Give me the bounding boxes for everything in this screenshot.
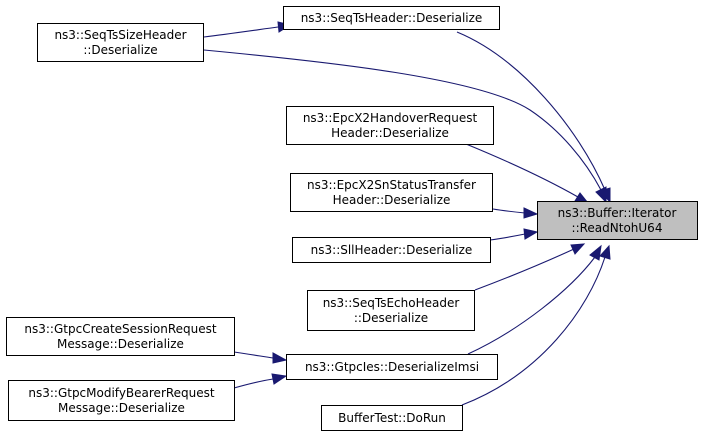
edge-seqts-size-to-read-ntoh [203, 49, 607, 204]
node-seqts-header-line1: ns3::SeqTsHeader::Deserialize [301, 11, 483, 25]
node-seqts-size-header-line1: ns3::SeqTsSizeHeader [54, 28, 186, 42]
node-gtpc-modify-bearer[interactable]: ns3::GtpcModifyBearerRequest Message::De… [8, 380, 235, 421]
node-seqts-echo[interactable]: ns3::SeqTsEchoHeader ::Deserialize [307, 290, 475, 331]
node-read-ntoh-u64-line1: ns3::Buffer::Iterator [558, 206, 677, 220]
node-buffer-test[interactable]: BufferTest::DoRun [321, 405, 463, 431]
node-epcx2-handover-line2: Header::Deserialize [331, 126, 449, 140]
node-sll-header-line1: ns3::SllHeader::Deserialize [311, 243, 473, 257]
node-gtpc-create-session-line2: Message::Deserialize [57, 337, 184, 351]
node-gtpc-modify-bearer-line1: ns3::GtpcModifyBearerRequest [28, 386, 215, 400]
node-seqts-echo-line1: ns3::SeqTsEchoHeader [323, 296, 460, 310]
node-epcx2-snstatus-line1: ns3::EpcX2SnStatusTransfer [307, 178, 476, 192]
edge-seqts-size-to-seqts-header [203, 21, 292, 38]
node-gtpc-ies-line1: ns3::GtpcIes::DeserializeImsi [305, 360, 479, 374]
node-gtpc-ies[interactable]: ns3::GtpcIes::DeserializeImsi [286, 354, 498, 380]
node-buffer-test-line1: BufferTest::DoRun [338, 411, 446, 425]
node-read-ntoh-u64[interactable]: ns3::Buffer::Iterator ::ReadNtohU64 [537, 201, 698, 240]
node-read-ntoh-u64-line2: ::ReadNtohU64 [572, 221, 663, 235]
node-sll-header[interactable]: ns3::SllHeader::Deserialize [292, 237, 491, 263]
edge-gtpc-modify-to-gtpc-ies [233, 373, 288, 389]
node-gtpc-create-session[interactable]: ns3::GtpcCreateSessionRequest Message::D… [6, 317, 235, 356]
node-gtpc-modify-bearer-line2: Message::Deserialize [58, 401, 185, 415]
node-epcx2-handover[interactable]: ns3::EpcX2HandoverRequest Header::Deseri… [286, 106, 494, 145]
node-seqts-size-header[interactable]: ns3::SeqTsSizeHeader ::Deserialize [37, 23, 204, 62]
node-seqts-header[interactable]: ns3::SeqTsHeader::Deserialize [283, 6, 500, 30]
node-seqts-echo-line2: ::Deserialize [354, 311, 428, 325]
edge-seqts-echo-to-read-ntoh [474, 243, 586, 291]
node-gtpc-create-session-line1: ns3::GtpcCreateSessionRequest [24, 322, 216, 336]
edge-gtpc-ies-to-read-ntoh [467, 244, 602, 355]
node-epcx2-handover-line1: ns3::EpcX2HandoverRequest [303, 111, 478, 125]
edge-gtpc-create-to-gtpc-ies [233, 351, 288, 364]
edge-buffer-test-to-read-ntoh [461, 244, 611, 406]
node-seqts-size-header-line2: ::Deserialize [83, 43, 157, 57]
node-epcx2-snstatus-line2: Header::Deserialize [333, 193, 451, 207]
node-epcx2-snstatus[interactable]: ns3::EpcX2SnStatusTransfer Header::Deser… [290, 173, 493, 212]
edge-epcx2-snstatus-to-read-ntoh [492, 207, 539, 219]
edge-sll-header-to-read-ntoh [489, 228, 539, 241]
